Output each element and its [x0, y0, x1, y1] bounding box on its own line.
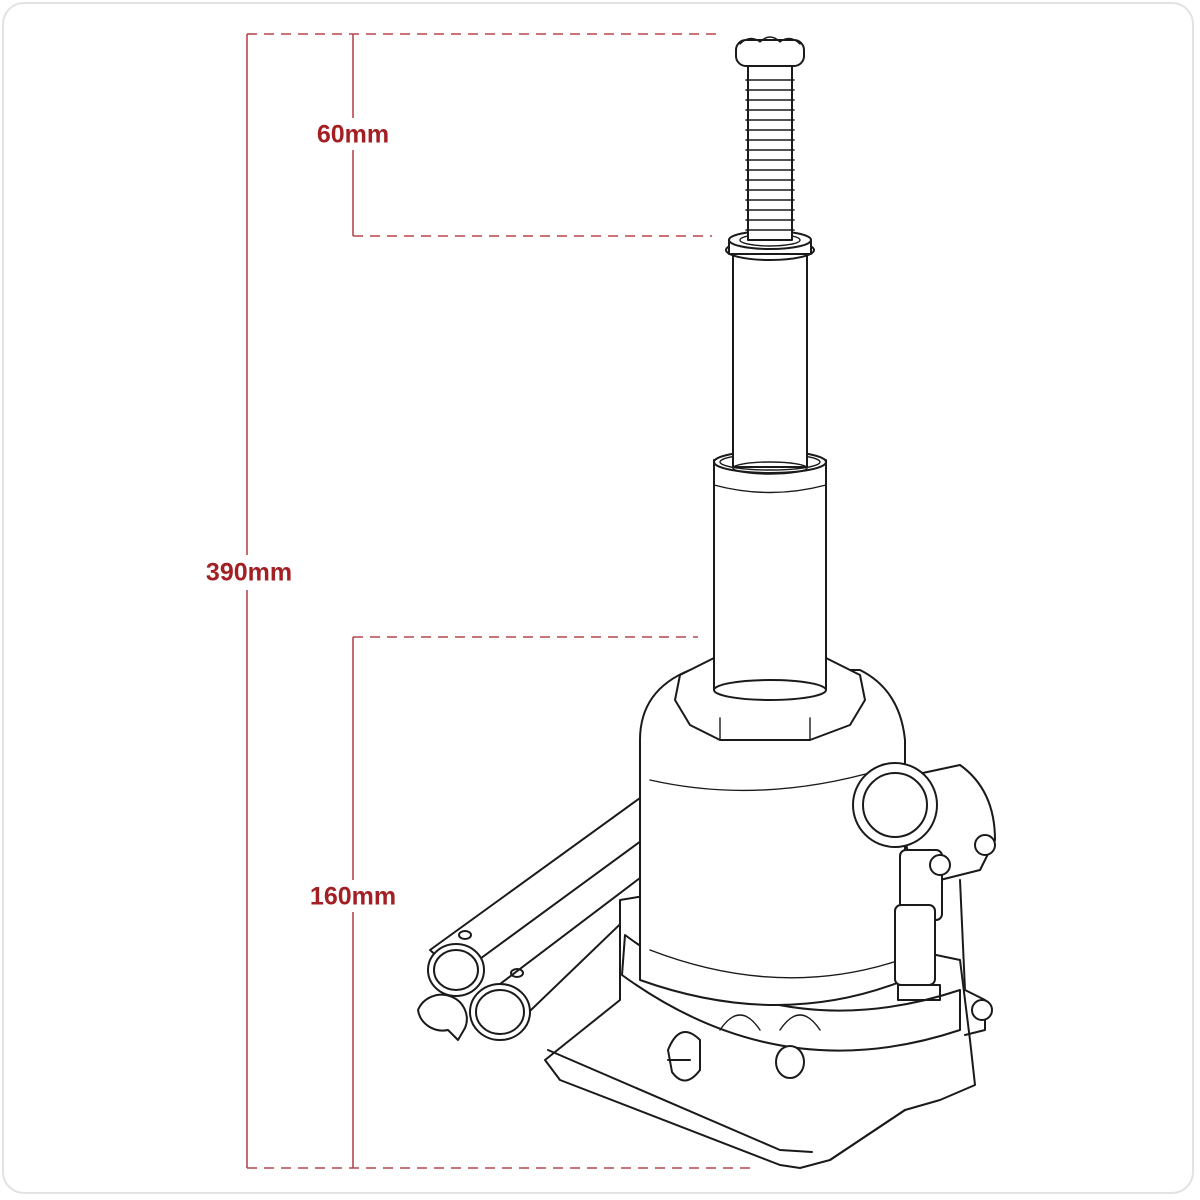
- dimension-label-160mm: 160mm: [307, 882, 399, 912]
- bottle-jack-illustration: [417, 36, 996, 1169]
- ram-lower: [713, 450, 827, 701]
- release-valve: [667, 1014, 821, 1082]
- extension-screw: [745, 64, 795, 241]
- saddle: [735, 36, 805, 67]
- pump-assembly: [852, 762, 996, 1036]
- handle-tubes: [417, 797, 646, 1041]
- reservoir-body: [639, 669, 906, 1006]
- dimension-lines: [246, 33, 750, 1169]
- dimension-label-60mm: 60mm: [314, 120, 392, 150]
- dimension-label-390mm: 390mm: [203, 558, 295, 588]
- ram-upper: [725, 230, 815, 475]
